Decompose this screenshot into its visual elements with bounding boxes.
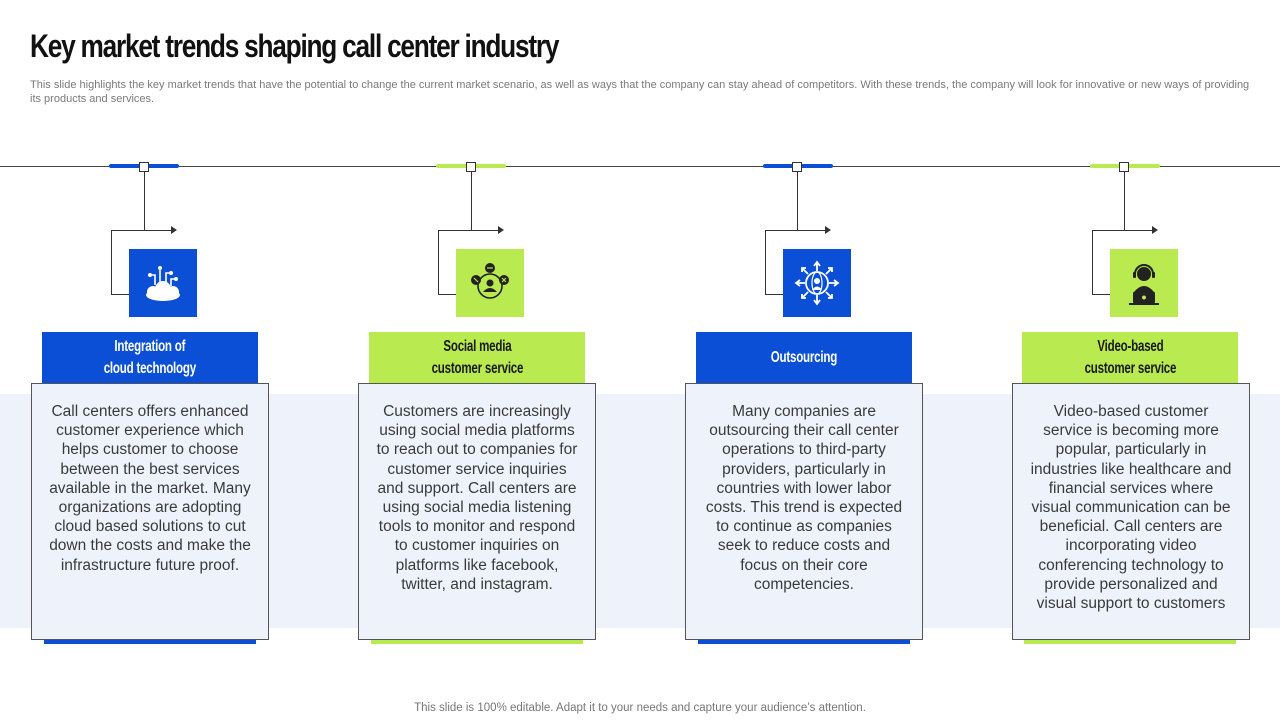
card-underbar [44,640,256,644]
card-underbar [1024,640,1236,644]
cloud-technology-icon [129,249,197,317]
trend-description: Many companies are outsourcing their cal… [685,383,923,640]
trend-heading: Video-based customer service [1022,332,1238,384]
video-support-agent-icon [1110,249,1178,317]
timeline-node [466,162,476,172]
trend-heading-line: customer service [431,360,523,377]
slide-title: Key market trends shaping call center in… [30,28,559,64]
trend-heading: Outsourcing [696,332,912,384]
trend-heading: Social media customer service [369,332,585,384]
timeline-node [1119,162,1129,172]
trend-heading-line: customer service [1084,360,1176,377]
connector-line [111,230,112,294]
slide-subtitle: This slide highlights the key market tre… [30,79,1250,105]
connector-line [1092,294,1110,295]
trend-description: Call centers offers enhanced customer ex… [31,383,269,640]
trend-heading-line: cloud technology [103,360,197,377]
trend-heading: Integration of cloud technology [42,332,258,384]
trend-heading-line: Video-based [1096,338,1164,355]
arrow-right-icon [825,226,831,234]
timeline-node [139,162,149,172]
connector-line [765,230,766,294]
arrow-right-icon [1152,226,1158,234]
connector-stem [471,172,472,230]
connector-line [438,230,439,294]
trend-description: Customers are increasingly using social … [358,383,596,640]
trend-heading-line: Integration of [114,338,186,355]
arrow-right-icon [498,226,504,234]
slide-footer: This slide is 100% editable. Adapt it to… [414,702,866,714]
connector-line [111,230,171,231]
trend-description: Video-based customer service is becoming… [1012,383,1250,640]
trend-heading-line: Outsourcing [770,349,838,366]
connector-line [1092,230,1152,231]
connector-stem [1124,172,1125,230]
connector-line [111,294,129,295]
timeline-line [0,166,1280,167]
connector-line [765,294,783,295]
card-underbar [698,640,910,644]
global-outsourcing-icon [783,249,851,317]
connector-stem [797,172,798,230]
arrow-right-icon [171,226,177,234]
social-media-support-icon [456,249,524,317]
connector-line [438,294,456,295]
timeline-node [792,162,802,172]
connector-stem [144,172,145,230]
connector-line [1092,230,1093,294]
connector-line [438,230,498,231]
trend-heading-line: Social media [442,338,512,355]
connector-line [765,230,825,231]
card-underbar [371,640,583,644]
